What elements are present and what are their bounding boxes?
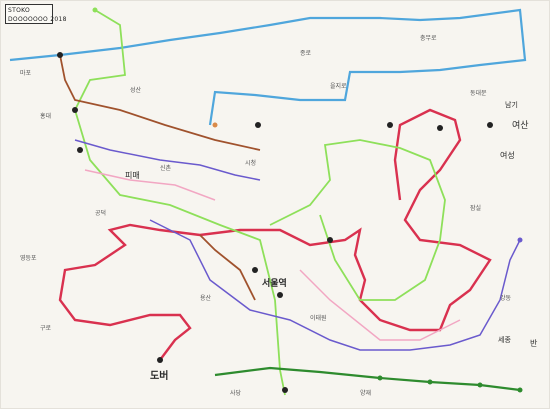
map-title-line-1: STOKO xyxy=(8,7,31,14)
svg-text:성산: 성산 xyxy=(130,86,142,94)
station-label-yeoseong: 여성 xyxy=(500,151,515,160)
svg-text:잠실: 잠실 xyxy=(470,204,481,212)
station-label-ban: 반 xyxy=(530,339,538,348)
station-label-pimae: 피매 xyxy=(125,171,140,180)
handwriting-labels: 마포 홍대 성산 종로 을지로 충무로 동대문 신촌 시청 공덕 영등포 구로 … xyxy=(20,34,512,397)
svg-text:구로: 구로 xyxy=(40,325,52,332)
svg-text:신촌: 신촌 xyxy=(160,164,172,172)
blue-line xyxy=(9,8,527,126)
svg-text:사당: 사당 xyxy=(230,389,242,397)
svg-text:공덕: 공덕 xyxy=(95,210,106,217)
brown-line xyxy=(59,54,261,301)
svg-text:마포: 마포 xyxy=(20,69,32,77)
station-label-yeosan: 여산 xyxy=(512,121,529,131)
station-label-seoul: 서울역 xyxy=(262,279,287,289)
map-title-line-2: DOOOOOOO 2018 xyxy=(8,16,67,23)
svg-text:종로: 종로 xyxy=(300,50,312,57)
map-title-box: STOKO DOOOOOOO 2018 xyxy=(5,4,67,24)
station-dots xyxy=(57,7,523,393)
svg-text:이태원: 이태원 xyxy=(310,314,327,322)
station-label-sejong: 세종 xyxy=(498,336,511,344)
svg-text:양재: 양재 xyxy=(360,389,371,397)
red-line xyxy=(58,108,492,361)
dark-green-line xyxy=(214,366,521,392)
svg-text:영등포: 영등포 xyxy=(20,254,37,262)
svg-text:홍대: 홍대 xyxy=(40,112,51,120)
purple-line xyxy=(74,139,521,351)
station-label-dover: 도버 xyxy=(150,371,169,382)
svg-text:충무로: 충무로 xyxy=(420,34,437,42)
pink-line xyxy=(84,169,461,341)
svg-text:을지로: 을지로 xyxy=(330,82,347,90)
svg-text:시청: 시청 xyxy=(245,160,256,167)
light-green-line xyxy=(74,9,446,396)
svg-text:동대문: 동대문 xyxy=(470,89,487,97)
svg-text:강동: 강동 xyxy=(500,294,512,302)
svg-text:용산: 용산 xyxy=(200,294,212,302)
station-label-namgi: 남기 xyxy=(505,101,518,109)
